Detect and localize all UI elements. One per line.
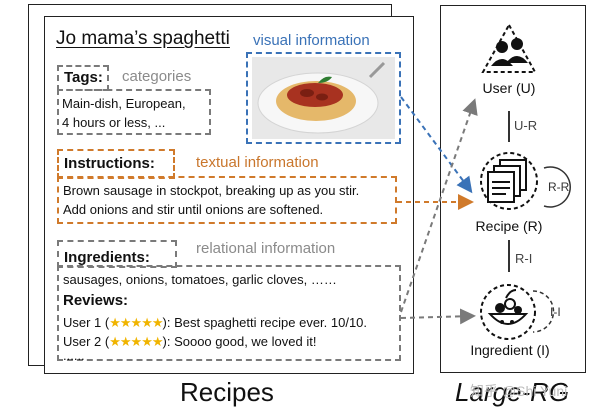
categories-annotation: categories	[122, 68, 192, 85]
star-rating-icon: ★★★★★	[109, 315, 163, 330]
recipe-title: Jo mama’s spaghetti	[56, 28, 230, 49]
edge-rr-label: R-R	[548, 180, 570, 194]
visual-information-box	[246, 52, 401, 144]
sauce-icon	[287, 83, 343, 107]
spaghetti-photo	[252, 57, 395, 139]
basil-leaf-icon	[318, 76, 332, 83]
star-rating-icon: ★★★★★	[109, 334, 163, 349]
textual-information-annotation: textual information	[196, 154, 319, 171]
graph-panel	[440, 5, 586, 373]
review-row-2: User 2 (★★★★★): Soooo good, we loved it!	[63, 332, 316, 351]
ingredients-label-box	[57, 240, 177, 268]
edge-ii-label: I-I	[550, 305, 561, 319]
recipes-caption: Recipes	[180, 377, 274, 407]
review-user: User 1 (	[63, 315, 110, 330]
instructions-label: Instructions:	[64, 155, 155, 172]
self-loop-ii	[532, 290, 555, 333]
graph-caption: Large-RG	[455, 377, 570, 407]
review-row-1: User 1 (★★★★★): Best spaghetti recipe ev…	[63, 313, 367, 332]
fork-icon	[368, 61, 386, 79]
instructions-label-box	[57, 149, 175, 179]
review-text: ): Best spaghetti recipe ever. 10/10.	[162, 315, 368, 330]
review-user: User 2 (	[63, 334, 110, 349]
meat-icon	[316, 93, 328, 101]
instructions-line-2: Add onions and stir until onions are sof…	[63, 202, 324, 217]
review-text: ): Soooo good, we loved it!	[162, 334, 317, 349]
ingredients-line: sausages, onions, tomatoes, garlic clove…	[63, 272, 337, 287]
node-recipe-label: Recipe (R)	[475, 218, 543, 234]
tags-line-1: Main-dish, European,	[62, 96, 186, 111]
relational-arrow-ingredient	[400, 308, 476, 325]
tags-box	[57, 89, 211, 135]
edge-ur-label: U-R	[514, 118, 538, 133]
user-group-icon	[481, 22, 537, 73]
ingredients-label: Ingredients:	[64, 249, 150, 266]
tags-label: Tags:	[64, 69, 103, 86]
relational-information-annotation: relational information	[196, 240, 336, 257]
reviews-more: ......	[63, 348, 85, 363]
edge-ri-label: R-I	[515, 251, 533, 266]
relational-arrow-user	[400, 98, 478, 313]
reviews-label: Reviews:	[63, 292, 129, 309]
meat-icon	[300, 89, 314, 97]
visual-information-annotation: visual information	[253, 32, 370, 49]
visual-arrow	[400, 96, 473, 194]
node-user-label: User (U)	[482, 80, 536, 96]
recipe-document-icon	[480, 152, 538, 210]
self-loop-rr	[543, 166, 571, 208]
tags-line-2: 4 hours or less, ...	[62, 115, 166, 130]
instructions-box	[57, 176, 397, 224]
relational-box	[57, 265, 401, 361]
instructions-line-1: Brown sausage in stockpot, breaking up a…	[63, 183, 360, 198]
node-ingredient-label: Ingredient (I)	[470, 342, 550, 358]
ingredient-food-icon	[480, 284, 536, 340]
watermark: 知乎 @Shi Yuni	[470, 383, 568, 399]
